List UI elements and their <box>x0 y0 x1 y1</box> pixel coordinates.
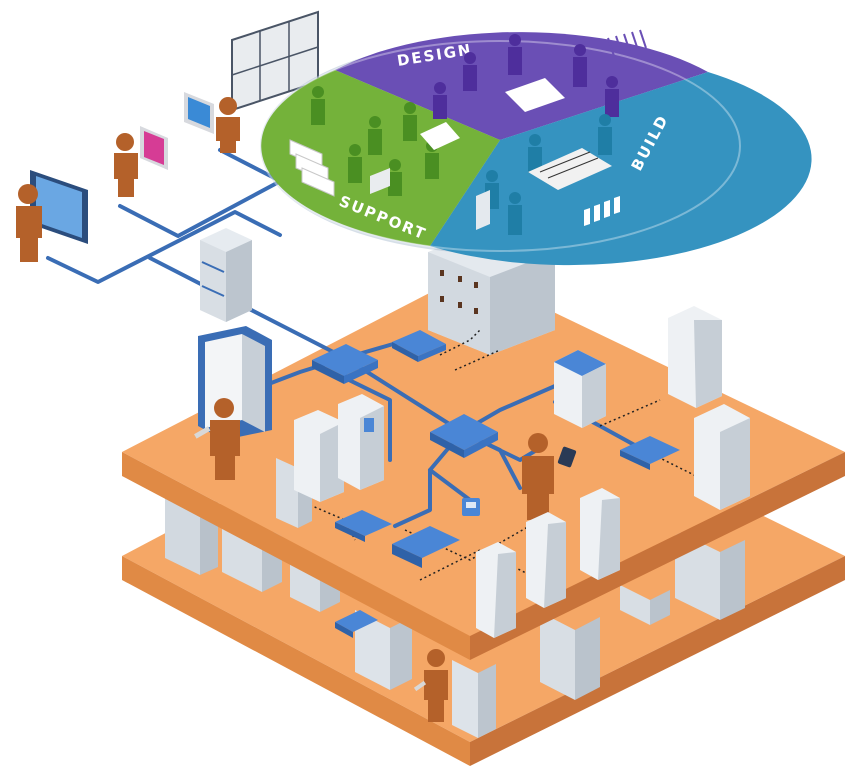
technician-upper-level <box>210 398 240 480</box>
technician-with-tablet <box>522 433 554 520</box>
build-door-panel <box>476 190 490 230</box>
lower-floor-left-edge <box>122 556 470 766</box>
upper-floor-right-edge <box>470 452 845 660</box>
support-document <box>420 122 460 150</box>
design-team-figures <box>433 34 619 119</box>
network-switch <box>312 344 378 384</box>
network-switch <box>392 330 446 362</box>
lower-network-device <box>335 610 378 638</box>
operator-at-desktop <box>216 97 240 153</box>
operator-at-wall-display <box>16 184 42 262</box>
tablet-icon <box>557 446 577 468</box>
wrench-icon <box>413 680 427 692</box>
ups-cabinet <box>338 394 384 490</box>
upper-floor-left-edge <box>122 452 470 660</box>
service-lifecycle-disc: DESIGN BUILD SUPPORT <box>259 29 812 266</box>
support-workstation <box>370 168 390 194</box>
upper-floor-top <box>122 272 845 636</box>
build-segment <box>430 72 812 266</box>
sensor-unit <box>462 498 480 516</box>
lower-cabinet <box>620 585 670 625</box>
support-doc-stack <box>289 139 335 197</box>
network-switch <box>335 510 392 542</box>
tall-cabinet <box>526 512 566 608</box>
workstations <box>16 10 319 262</box>
tall-cabinet <box>668 306 722 408</box>
tall-server-rack <box>200 228 252 322</box>
build-doc-panels <box>584 196 620 226</box>
support-team-figures <box>311 86 439 196</box>
network-switch <box>430 414 498 458</box>
design-drawing-panels <box>607 29 647 57</box>
lower-cabinet <box>452 660 496 738</box>
storage-unit <box>554 350 606 428</box>
tall-cabinet <box>476 542 516 638</box>
upper-floor <box>122 228 845 660</box>
desktop-workstation <box>184 92 214 134</box>
ups-cabinet <box>294 410 344 502</box>
lower-floor-right-edge <box>470 556 845 766</box>
operator-at-laptop <box>114 133 138 197</box>
build-team-figures <box>485 114 612 235</box>
tall-cabinet <box>580 488 620 580</box>
upper-level-equipment <box>194 228 750 638</box>
lower-cabinet <box>540 612 600 700</box>
lower-cabinet <box>355 610 412 690</box>
wrench-icon <box>194 426 211 439</box>
design-blueprint <box>505 78 565 112</box>
tall-cabinet <box>694 404 750 510</box>
wall-display <box>30 170 88 244</box>
pdu-device <box>392 526 460 568</box>
laptop-workstation <box>140 126 168 170</box>
design-segment <box>335 32 708 141</box>
network-switch <box>620 436 680 470</box>
technician-lower-level <box>424 649 448 722</box>
